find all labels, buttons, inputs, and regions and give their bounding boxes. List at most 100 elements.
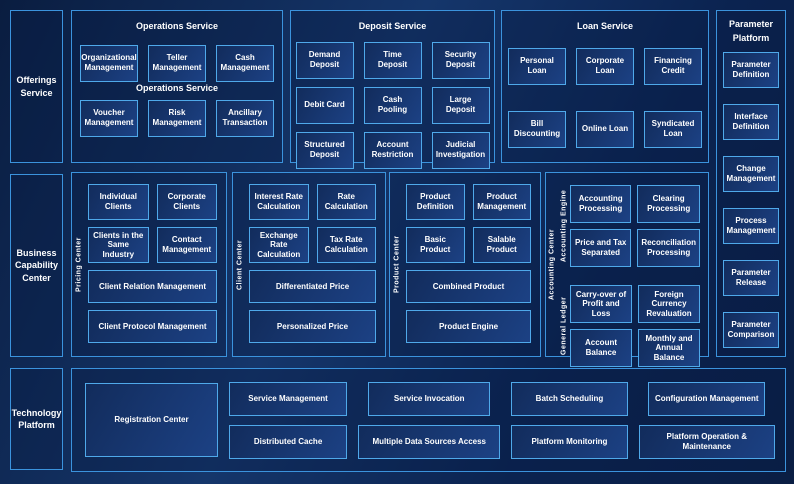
sidebar-business-capability-center: Business Capability Center: [10, 174, 63, 357]
box-demand-deposit: Demand Deposit: [295, 41, 354, 79]
box-service-invocation: Service Invocation: [368, 381, 491, 416]
box-platform-operation-maintenance: Platform Operation & Maintenance: [638, 424, 776, 459]
box-clearing-processing: Clearing Processing: [637, 185, 700, 223]
loan-service-title: Loan Service: [576, 21, 634, 31]
parameter-platform-stack: Parameter Definition Interface Definitio…: [717, 45, 785, 348]
box-individual-clients: Individual Clients: [88, 184, 149, 220]
box-accounting-processing: Accounting Processing: [570, 185, 632, 223]
box-account-balance: Account Balance: [570, 329, 632, 367]
box-basic-product: Basic Product: [406, 227, 465, 263]
panel-deposit-service: Deposit Service Demand Deposit Time Depo…: [290, 10, 495, 169]
box-corporate-clients: Corporate Clients: [156, 184, 217, 220]
box-ancillary-transaction: Ancillary Transaction: [216, 99, 274, 137]
box-syndicated-loan: Syndicated Loan: [644, 110, 702, 148]
panel-operations-service: Operations Service Organizational Manage…: [71, 10, 283, 163]
box-account-restriction: Account Restriction: [363, 131, 422, 169]
box-batch-scheduling: Batch Scheduling: [511, 381, 628, 416]
box-risk-management: Risk Management: [148, 99, 206, 137]
box-differentiated-price: Differentiated Price: [249, 270, 376, 303]
panel-loan-service: Loan Service Personal Loan Corporate Loa…: [501, 10, 709, 163]
panel-accounting-center: Accounting Center Accounting Engine Acco…: [545, 172, 709, 367]
accounting-center-content: Accounting Engine Accounting Processing …: [558, 173, 708, 367]
box-foreign-currency-revaluation: Foreign Currency Revaluation: [638, 285, 700, 323]
box-voucher-management: Voucher Management: [80, 99, 138, 137]
box-structured-deposit: Structured Deposit: [295, 131, 354, 169]
bottom-column-2: Service Invocation Multiple Data Sources…: [358, 381, 501, 459]
box-carry-over-profit-loss: Carry-over of Profit and Loss: [570, 285, 632, 323]
box-corporate-loan: Corporate Loan: [576, 47, 634, 85]
box-process-management: Process Management: [723, 208, 779, 244]
panel-technology-platform: Registration Center Service Management D…: [71, 368, 786, 472]
box-parameter-definition: Parameter Definition: [723, 52, 779, 88]
deposit-service-title: Deposit Service: [358, 21, 427, 31]
accounting-engine-vertical-label: Accounting Engine: [560, 189, 568, 263]
operations-service-mid-label: Operations Service: [135, 82, 219, 93]
box-large-deposit: Large Deposit: [431, 86, 490, 124]
client-center-vertical-label: Client Center: [236, 239, 244, 290]
box-cash-management: Cash Management: [216, 44, 274, 82]
box-contact-management: Contact Management: [156, 227, 217, 263]
panel-product-center: Product Center Product Definition Produc…: [389, 172, 541, 357]
product-center-vertical-label: Product Center: [393, 235, 401, 294]
box-registration-center: Registration Center: [85, 383, 218, 457]
panel-pricing-center: Pricing Center Individual Clients Corpor…: [71, 172, 227, 357]
sidebar-offerings-service: Offerings Service: [10, 10, 63, 163]
loan-row-2: Bill Discounting Online Loan Syndicated …: [502, 110, 708, 148]
panel-client-center: Client Center Interest Rate Calculation …: [232, 172, 386, 357]
box-price-and-tax-separated: Price and Tax Separated: [570, 229, 632, 267]
box-client-protocol-management: Client Protocol Management: [88, 310, 217, 343]
box-tax-rate-calculation: Tax Rate Calculation: [316, 227, 376, 263]
box-organizational-management: Organizational Management: [80, 44, 138, 82]
box-clients-same-industry: Clients in the Same Industry: [88, 227, 149, 263]
box-rate-calculation: Rate Calculation: [316, 184, 376, 220]
box-product-management: Product Management: [472, 184, 531, 220]
bottom-column-3: Batch Scheduling Platform Monitoring: [511, 381, 628, 459]
sidebar-technology-platform: Technology Platform: [10, 368, 63, 470]
loan-row-1: Personal Loan Corporate Loan Financing C…: [502, 47, 708, 85]
box-cash-pooling: Cash Pooling: [363, 86, 422, 124]
box-configuration-management: Configuration Management: [648, 381, 766, 416]
box-security-deposit: Security Deposit: [431, 41, 490, 79]
accounting-engine-group: Accounting Engine Accounting Processing …: [558, 181, 708, 271]
box-online-loan: Online Loan: [576, 110, 634, 148]
box-multiple-data-sources-access: Multiple Data Sources Access: [358, 424, 501, 459]
panel-parameter-platform: Parameter Platform Parameter Definition …: [716, 10, 786, 357]
box-distributed-cache: Distributed Cache: [229, 424, 348, 459]
box-debit-card: Debit Card: [295, 86, 354, 124]
operations-row-2: Voucher Management Risk Management Ancil…: [72, 99, 282, 137]
pricing-center-content: Individual Clients Corporate Clients Cli…: [86, 173, 226, 356]
operations-service-title: Operations Service: [135, 21, 219, 31]
box-parameter-release: Parameter Release: [723, 260, 779, 296]
operations-row-1: Organizational Management Teller Managem…: [72, 44, 282, 82]
box-judicial-investigation: Judicial Investigation: [431, 131, 490, 169]
parameter-platform-title: Parameter Platform: [728, 19, 774, 43]
deposit-row-3: Structured Deposit Account Restriction J…: [291, 131, 494, 169]
box-combined-product: Combined Product: [406, 270, 531, 303]
box-change-management: Change Management: [723, 156, 779, 192]
box-parameter-comparison: Parameter Comparison: [723, 312, 779, 348]
box-bill-discounting: Bill Discounting: [508, 110, 566, 148]
box-personalized-price: Personalized Price: [249, 310, 376, 343]
box-client-relation-management: Client Relation Management: [88, 270, 217, 303]
pricing-center-vertical-label: Pricing Center: [75, 237, 83, 292]
deposit-row-2: Debit Card Cash Pooling Large Deposit: [291, 86, 494, 124]
box-service-management: Service Management: [229, 381, 348, 416]
box-time-deposit: Time Deposit: [363, 41, 422, 79]
box-interest-rate-calculation: Interest Rate Calculation: [249, 184, 309, 220]
deposit-row-1: Demand Deposit Time Deposit Security Dep…: [291, 41, 494, 79]
box-monthly-annual-balance: Monthly and Annual Balance: [638, 329, 700, 367]
box-reconciliation-processing: Reconciliation Processing: [637, 229, 700, 267]
box-personal-loan: Personal Loan: [508, 47, 566, 85]
product-center-content: Product Definition Product Management Ba…: [404, 173, 540, 356]
box-product-engine: Product Engine: [406, 310, 531, 343]
general-ledger-group: General Ledger Carry-over of Profit and …: [558, 281, 708, 371]
bottom-column-1: Service Management Distributed Cache: [229, 381, 348, 459]
general-ledger-vertical-label: General Ledger: [560, 296, 568, 356]
box-interface-definition: Interface Definition: [723, 104, 779, 140]
box-exchange-rate-calculation: Exchange Rate Calculation: [249, 227, 309, 263]
box-platform-monitoring: Platform Monitoring: [511, 424, 628, 459]
accounting-center-vertical-label: Accounting Center: [548, 228, 556, 301]
box-product-definition: Product Definition: [406, 184, 465, 220]
box-financing-credit: Financing Credit: [644, 47, 702, 85]
